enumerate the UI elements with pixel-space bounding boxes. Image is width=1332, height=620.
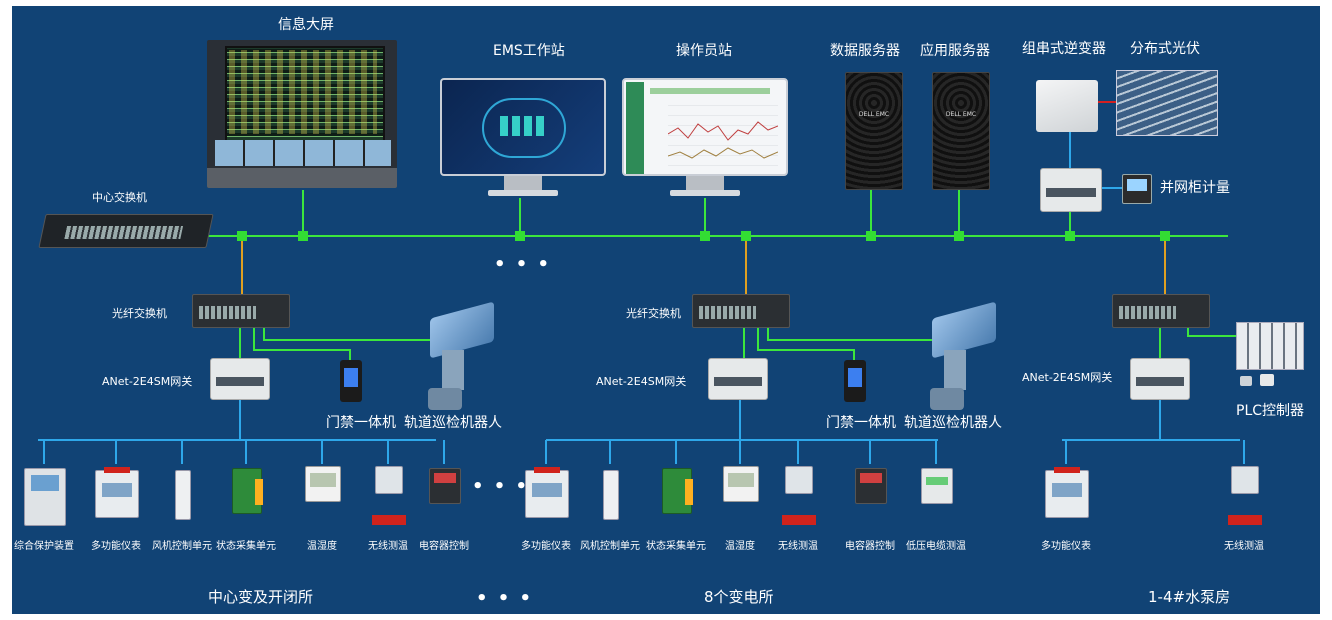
field-device-label: 多功能仪表 [91, 541, 141, 552]
backbone-nodes [237, 231, 1170, 241]
field-device-label: 风机控制单元 [152, 541, 212, 552]
z2-fiber-switch-label: 光纤交换机 [626, 307, 681, 320]
dell-logo: DELL EMC [858, 111, 890, 118]
field-device-meter [1045, 467, 1089, 518]
z3-link-plc [1187, 326, 1236, 337]
operator-label: 操作员站 [676, 43, 732, 59]
zone3-title: 1-4#水泵房 [1148, 588, 1231, 606]
field-device-wireless [1228, 466, 1262, 525]
field-device-label: 温湿度 [307, 541, 337, 552]
z2-fiber-switch [692, 294, 790, 328]
grid-meter-label: 并网柜计量 [1160, 180, 1230, 196]
field-device-wireless [372, 466, 406, 525]
z2-door-label: 门禁一体机 [826, 415, 896, 431]
field-device-fan [603, 470, 619, 520]
node [1065, 231, 1075, 241]
node [741, 231, 751, 241]
z1-gateway [210, 358, 270, 400]
node [298, 231, 308, 241]
inverter-label: 组串式逆变器 [1022, 41, 1106, 57]
pv-label: 分布式光伏 [1130, 41, 1200, 57]
node [954, 231, 964, 241]
operator-workstation [622, 78, 788, 198]
dell-logo: DELL EMC [945, 111, 977, 118]
field-device-state [662, 468, 693, 514]
z2-gateway-label: ANet-2E4SM网关 [596, 375, 687, 388]
z1-inspection-robot [420, 301, 500, 410]
z2-link-door [757, 326, 855, 360]
node [700, 231, 710, 241]
field-device-state [232, 468, 263, 514]
field-device-label: 无线测温 [368, 541, 408, 552]
field-device-lvcable [921, 468, 953, 504]
field-device-cap [429, 468, 461, 504]
ellipsis-top: • • • [494, 254, 552, 275]
z1-link-door [253, 326, 351, 360]
z1-link-robot [263, 326, 430, 341]
field-device-meter [95, 467, 139, 518]
field-device-meter [525, 467, 569, 518]
node [866, 231, 876, 241]
field-device-label: 低压电缆测温 [906, 541, 966, 552]
plc-sensors [1238, 372, 1282, 388]
data-server: DELL EMC [845, 72, 903, 190]
field-device-prot [24, 468, 66, 526]
field-device-label: 状态采集单元 [216, 541, 276, 552]
field-device-fan [175, 470, 191, 520]
node [1160, 231, 1170, 241]
ems-workstation [440, 78, 606, 198]
node [237, 231, 247, 241]
field-device-ttm [305, 466, 341, 502]
ellipsis-bottom: • • • [476, 588, 534, 609]
z3-gateway [1130, 358, 1190, 400]
grid-meter-device [1122, 174, 1152, 204]
grid-gateway [1040, 168, 1102, 212]
z2-link-robot [767, 326, 934, 341]
core-switch-label: 中心交换机 [92, 191, 147, 204]
field-device-label: 状态采集单元 [646, 541, 706, 552]
z2-inspection-robot [922, 301, 1002, 410]
ems-label: EMS工作站 [493, 43, 565, 59]
z2-gateway [708, 358, 768, 400]
field-device-ttm [723, 466, 759, 502]
big-screen-image [207, 40, 397, 188]
core-switch [38, 214, 214, 248]
field-device-label: 多功能仪表 [1041, 541, 1091, 552]
field-device-label: 温湿度 [725, 541, 755, 552]
z1-door-label: 门禁一体机 [326, 415, 396, 431]
big-screen-label: 信息大屏 [278, 17, 334, 33]
app-server: DELL EMC [932, 72, 990, 190]
field-device-label: 无线测温 [1224, 541, 1264, 552]
data-server-label: 数据服务器 [830, 43, 900, 59]
z3-fiber-switch [1112, 294, 1210, 328]
z1-access-terminal [340, 360, 362, 402]
field-device-label: 电容器控制 [845, 541, 895, 552]
field-device-label: 风机控制单元 [580, 541, 640, 552]
ellipsis-z1: • • • [472, 476, 530, 497]
z2-robot-label: 轨道巡检机器人 [904, 415, 1002, 431]
field-device-label: 电容器控制 [419, 541, 469, 552]
bus-drops [43, 440, 1245, 464]
z1-robot-label: 轨道巡检机器人 [404, 415, 502, 431]
field-device-label: 多功能仪表 [521, 541, 571, 552]
app-server-label: 应用服务器 [920, 43, 990, 59]
z2-access-terminal [844, 360, 866, 402]
z1-gateway-label: ANet-2E4SM网关 [102, 375, 193, 388]
z1-fiber-switch [192, 294, 290, 328]
field-device-label: 综合保护装置 [14, 541, 74, 552]
zone2-title: 8个变电所 [704, 588, 774, 606]
plc-label: PLC控制器 [1236, 403, 1305, 419]
string-inverter [1036, 80, 1098, 132]
field-device-wireless [782, 466, 816, 525]
field-device-cap [855, 468, 887, 504]
z3-gateway-label: ANet-2E4SM网关 [1022, 371, 1113, 384]
node [515, 231, 525, 241]
zone1-title: 中心变及开闭所 [208, 588, 314, 606]
plc-controller [1236, 322, 1304, 370]
z1-fiber-switch-label: 光纤交换机 [112, 307, 167, 320]
pv-panels-image [1116, 70, 1218, 136]
field-device-label: 无线测温 [778, 541, 818, 552]
